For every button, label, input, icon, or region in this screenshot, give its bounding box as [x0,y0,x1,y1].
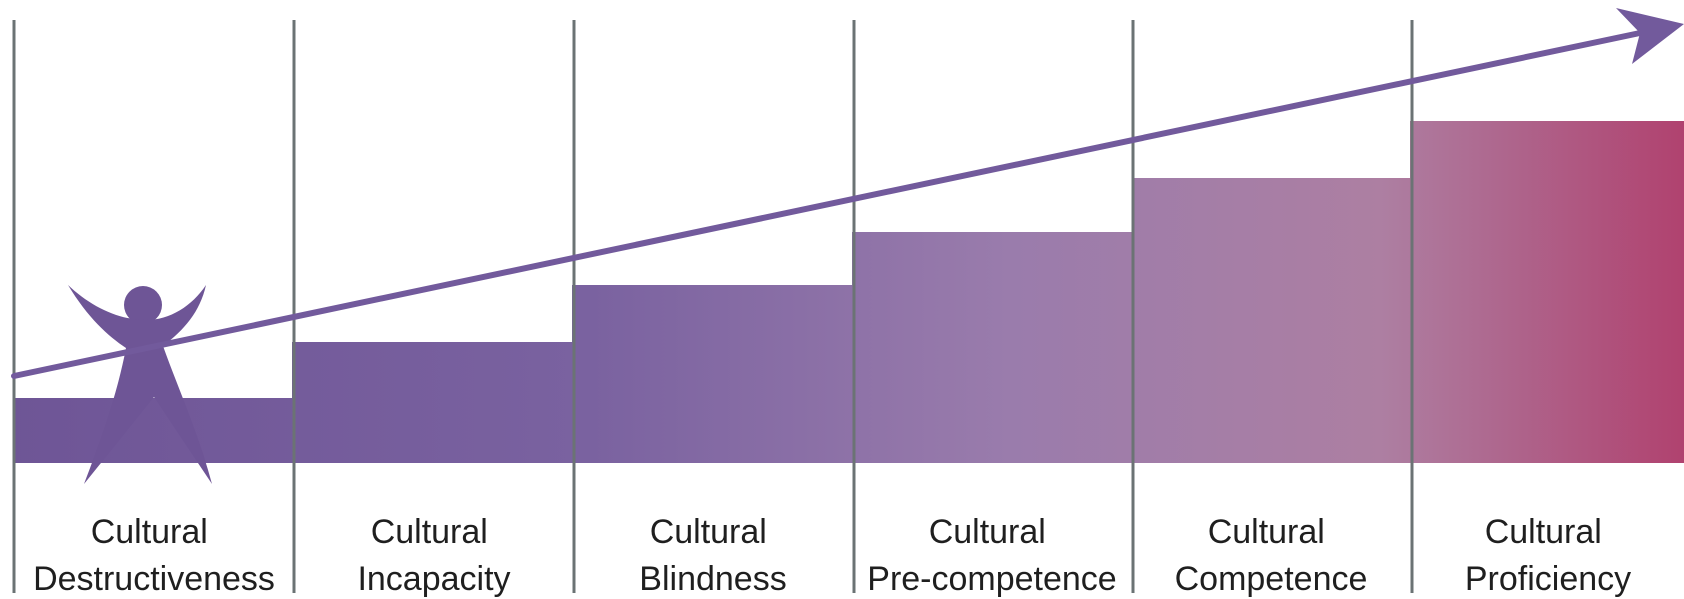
stage-5-line1: Cultural [1208,513,1325,551]
staircase-bar [14,121,1684,463]
stage-6-line2: Proficiency [1465,560,1631,598]
stage-label-incapacity: Cultural Incapacity [357,513,510,598]
stage-labels: Cultural Destructiveness Cultural Incapa… [33,513,1631,598]
stage-label-competence: Cultural Competence [1175,513,1368,598]
stage-4-line1: Cultural [929,513,1046,551]
person-arms-raised-icon [68,285,212,484]
stage-label-blindness: Cultural Blindness [639,513,786,598]
stage-label-pre-competence: Cultural Pre-competence [867,513,1116,598]
stage-1-line2: Destructiveness [33,560,275,598]
figure-head [124,286,162,324]
arrow-shaft [11,30,1643,379]
stage-2-line1: Cultural [371,513,488,551]
arrow-head [1616,8,1684,64]
stage-3-line2: Blindness [639,560,786,598]
stage-5-line2: Competence [1175,560,1368,598]
figure-body [68,285,212,484]
stage-2-line2: Incapacity [357,560,510,598]
stage-4-line2: Pre-competence [867,560,1116,598]
stage-1-line1: Cultural [91,513,208,551]
stage-3-line1: Cultural [650,513,767,551]
stage-dividers [12,20,1414,593]
stage-label-proficiency: Cultural Proficiency [1465,513,1631,598]
stage-label-destructiveness: Cultural Destructiveness [33,513,275,598]
upward-arrow-icon [11,8,1684,379]
stage-6-line1: Cultural [1485,513,1602,551]
